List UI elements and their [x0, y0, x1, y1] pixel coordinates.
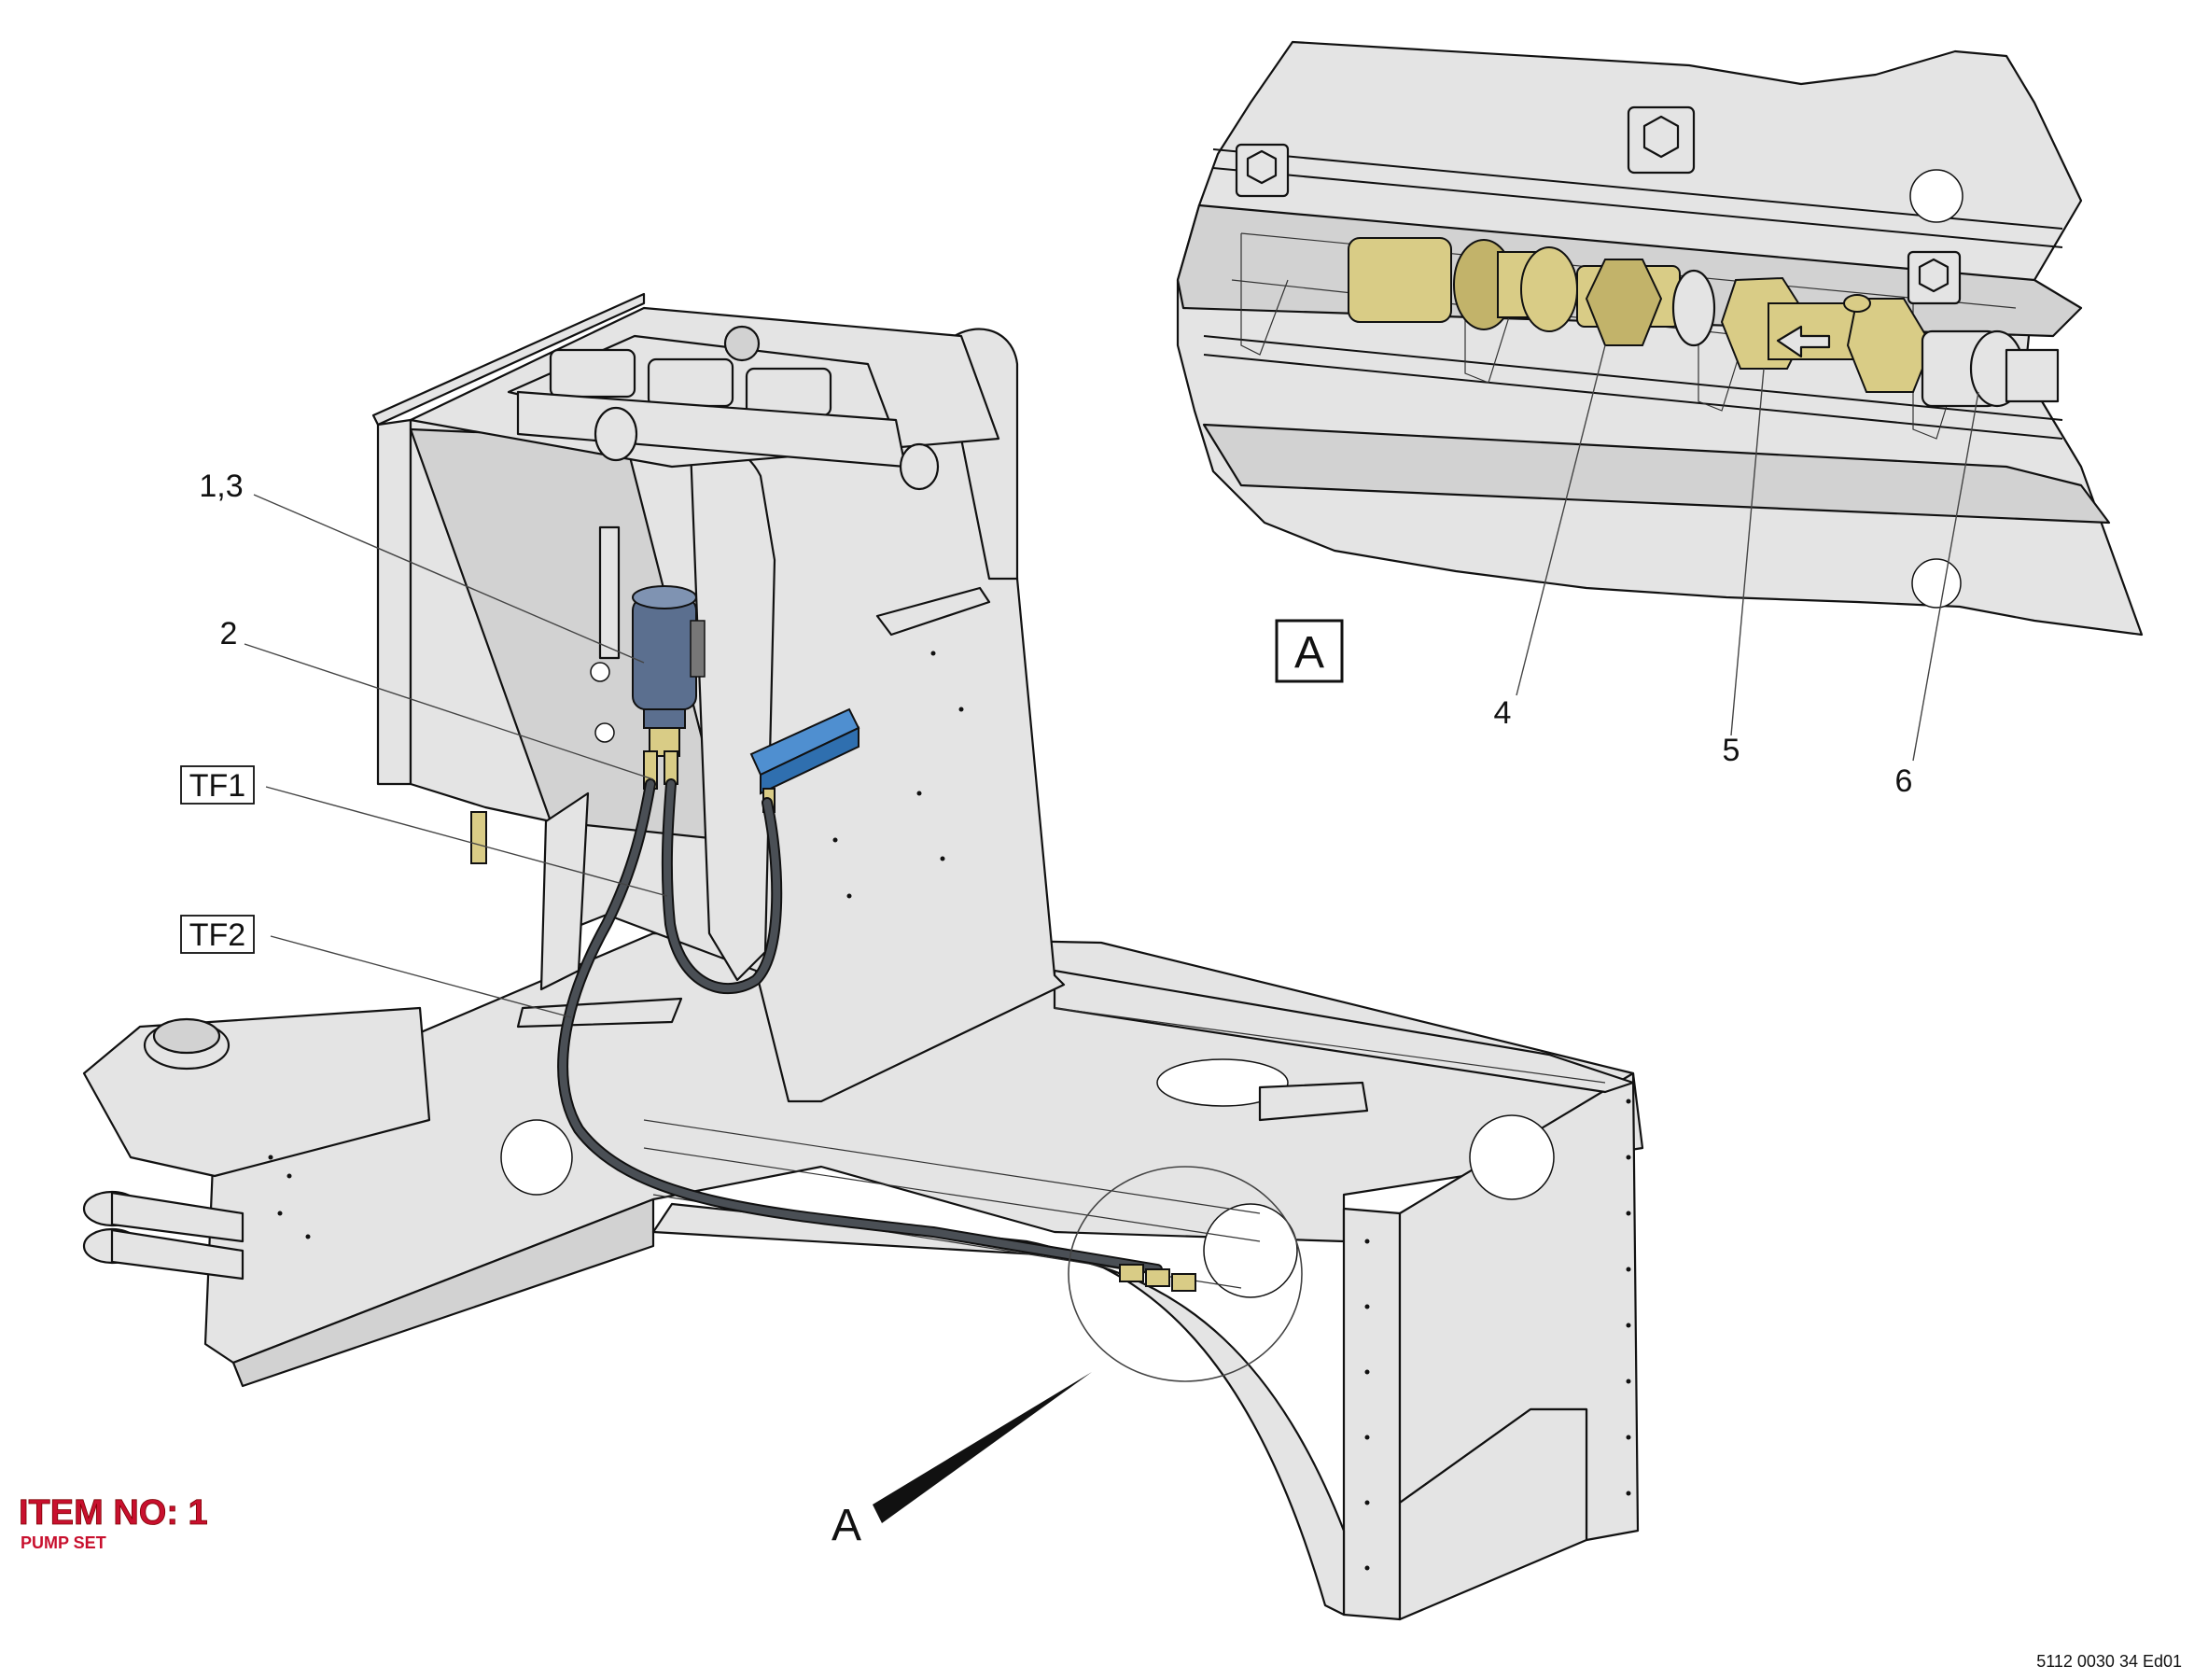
callout-6: 6: [1895, 763, 1913, 799]
flow-arrow-icon: [1776, 325, 1831, 358]
view-a-label: A: [1294, 628, 1324, 678]
callout-2: 2: [220, 616, 238, 651]
detail-a-pointer-label: A: [831, 1501, 861, 1550]
item-subtitle: PUMP SET: [21, 1533, 106, 1552]
tf1-label-box: [180, 765, 255, 805]
callout-5: 5: [1723, 733, 1740, 768]
filler-cap-icon: [723, 325, 761, 362]
callout-tf1: TF1: [189, 768, 245, 804]
bolt-icon: [1918, 258, 1949, 293]
detail-a-circle: [1068, 1166, 1303, 1382]
bolt-icon: [1246, 149, 1278, 185]
callout-1-3: 1,3: [199, 469, 243, 504]
bolt-icon: [1642, 115, 1680, 159]
document-reference: 5112 0030 34 Ed01: [2036, 1652, 2182, 1671]
distributor-block: [749, 707, 860, 813]
callout-4: 4: [1494, 695, 1512, 731]
detail-view-a: A 4 5 6: [1176, 40, 2144, 799]
main-callouts: 1,3 2 TF1 TF2 A: [180, 469, 861, 1550]
callout-tf2: TF2: [189, 917, 245, 953]
main-assembly: [82, 292, 1644, 1621]
detail-fittings: [1348, 237, 2060, 408]
detail-a-pointer: [873, 1372, 1092, 1523]
tf2-label-box: [180, 915, 255, 954]
view-a-label-box: [1275, 619, 1344, 683]
item-number-title: ITEM NO: 1: [19, 1493, 208, 1533]
union-nut: [1846, 298, 1934, 393]
item-title-block: ITEM NO: 1 PUMP SET: [19, 1493, 208, 1552]
pump-unit: [632, 585, 706, 790]
